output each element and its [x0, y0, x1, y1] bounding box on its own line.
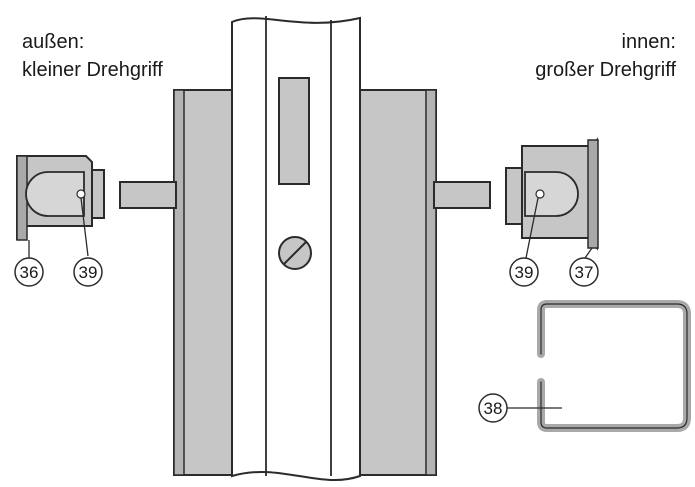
knob-slot-right [524, 171, 579, 217]
spring-clip-outline [540, 303, 688, 429]
set-screw-right [535, 189, 545, 199]
screw-slot [283, 241, 307, 265]
callout-39-right: 39 [509, 257, 539, 287]
outer-escutcheon-left [173, 89, 235, 476]
spring-clip [537, 300, 691, 432]
label-inside-line2: großer Drehgriff [535, 59, 676, 81]
label-outside-line1: außen: [22, 31, 84, 53]
shaft-left [119, 181, 177, 209]
outer-escutcheon-right [357, 89, 437, 476]
callout-39-right-text: 39 [515, 263, 534, 282]
latch-slot [278, 77, 310, 185]
label-inside-line1: innen: [622, 31, 677, 53]
leader-39-right [525, 197, 539, 259]
leader-37 [584, 247, 593, 259]
callout-38: 38 [478, 393, 508, 423]
set-screw-left [76, 189, 86, 199]
shaft-right [433, 181, 491, 209]
callout-36: 36 [14, 257, 44, 287]
callout-39-left: 39 [73, 257, 103, 287]
large-turn-knob [505, 137, 599, 251]
callout-38-text: 38 [484, 399, 503, 418]
label-outside-line2: kleiner Drehgriff [22, 59, 163, 81]
small-turn-knob [16, 155, 105, 241]
callout-37-text: 37 [575, 263, 594, 282]
callout-39-left-text: 39 [79, 263, 98, 282]
leader-39-left [80, 197, 89, 257]
callout-36-text: 36 [20, 263, 39, 282]
knob-slot-left [25, 171, 85, 217]
door-lock-body [231, 16, 361, 481]
callout-37: 37 [569, 257, 599, 287]
